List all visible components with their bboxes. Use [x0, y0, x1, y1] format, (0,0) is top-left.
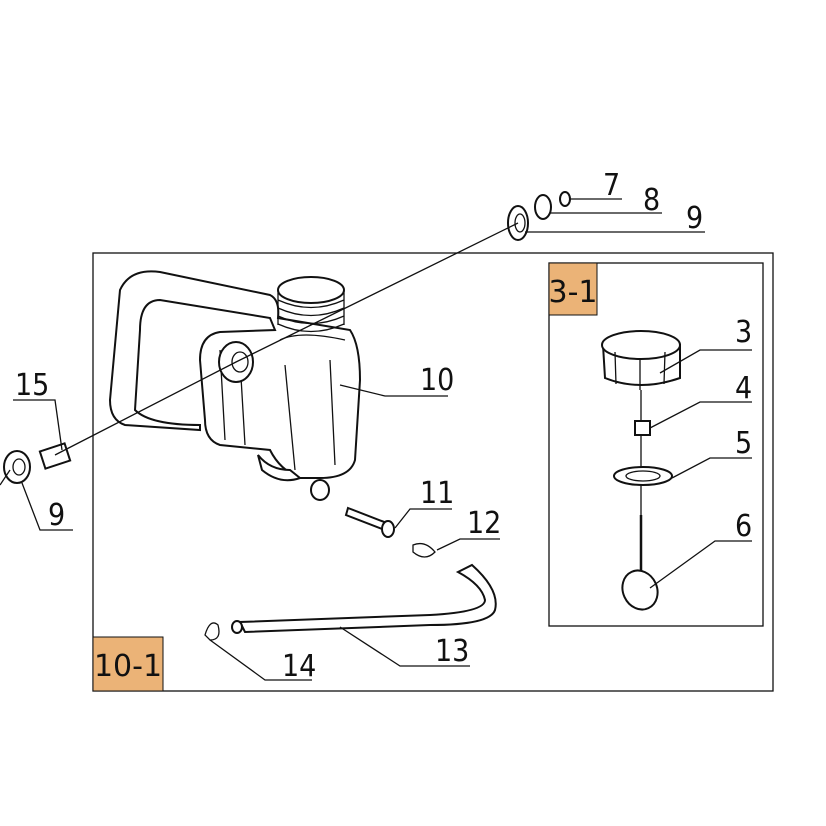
callout-7: 7 [603, 168, 620, 203]
grommet-left [3, 442, 72, 484]
callout-4: 4 [735, 371, 752, 406]
callout-11: 11 [420, 476, 454, 511]
callout-9-top: 9 [686, 201, 703, 236]
cap-assembly-frame [548, 262, 764, 627]
callout-13: 13 [435, 634, 469, 669]
callout-10: 10 [420, 363, 454, 398]
grommet-top [507, 191, 571, 241]
main-group-tag-box [92, 636, 164, 692]
callout-5: 5 [735, 426, 752, 461]
callout-9-left: 9 [48, 498, 65, 533]
callout-15: 15 [15, 368, 49, 403]
fuel-tank [108, 270, 362, 482]
callout-6: 6 [735, 509, 752, 544]
sub-group-tag-box [548, 262, 598, 316]
callout-14: 14 [282, 649, 316, 684]
main-assembly-frame [92, 252, 774, 692]
sub-group-tag: 3-1 [549, 275, 598, 310]
main-group-tag: 10-1 [94, 649, 162, 684]
leader-lines [0, 198, 752, 681]
callout-3: 3 [735, 315, 752, 350]
hose-parts [204, 479, 497, 641]
callout-8: 8 [643, 183, 660, 218]
callout-12: 12 [467, 506, 501, 541]
fuel-cap-assembly [601, 330, 681, 611]
